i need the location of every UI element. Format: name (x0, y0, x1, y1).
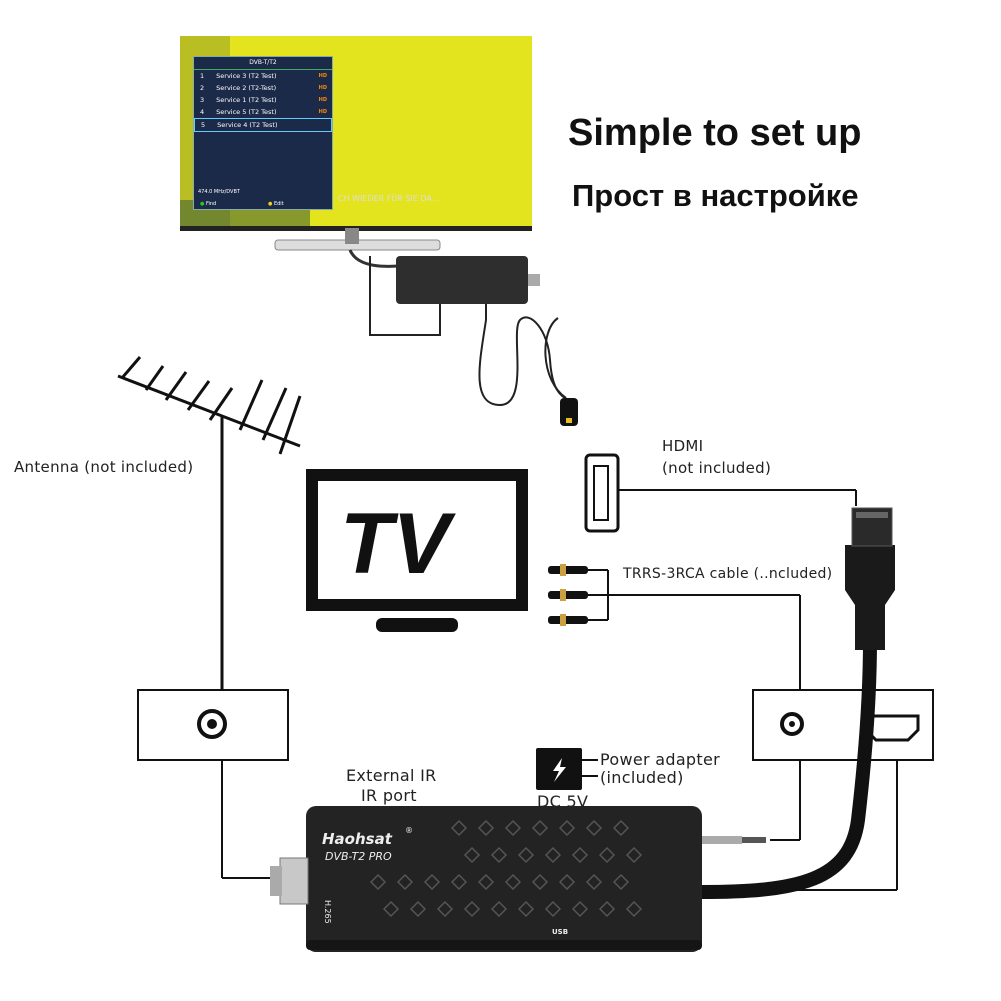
registered-mark: ® (405, 826, 413, 835)
channel-name: Service 3 (T2 Test) (216, 72, 277, 80)
vent-mark (477, 873, 495, 891)
antenna-label: Antenna (not included) (14, 458, 194, 476)
menu-channel-row: 2 Service 2 (T2-Test) HD (194, 82, 332, 94)
vent-mark (625, 846, 643, 864)
hdmi-label-line1: HDMI (662, 437, 704, 455)
vent-mark (558, 819, 576, 837)
vent-mark (490, 846, 508, 864)
vent-mark (450, 873, 468, 891)
rca-cable-lines (588, 569, 801, 690)
hdmi-port-icon (584, 453, 857, 533)
menu-frequency: 474.0 MHz/DVBT (198, 189, 240, 195)
vent-mark (571, 846, 589, 864)
power-included-label: (included) (600, 768, 684, 787)
vent-mark (598, 900, 616, 918)
vent-mark (382, 900, 400, 918)
channel-name: Service 5 (T2 Test) (216, 108, 277, 116)
channel-number: 2 (200, 84, 205, 92)
hd-badge: HD (318, 73, 327, 79)
vent-mark (490, 900, 508, 918)
vent-mark (504, 873, 522, 891)
vent-mark (409, 900, 427, 918)
menu-edit-button: ● Edit (268, 201, 284, 207)
tv-ticker-text: CH WIEDER FÜR SIE DA... (338, 194, 440, 203)
channel-name: Service 1 (T2 Test) (216, 96, 277, 104)
dc-voltage-label: DC 5V (537, 792, 589, 811)
vent-mark (517, 900, 535, 918)
vent-mark (625, 900, 643, 918)
vent-mark (585, 819, 603, 837)
vent-mark (423, 873, 441, 891)
external-ir-label: External IR (346, 766, 437, 785)
tv-icon-label: TV (340, 496, 450, 592)
device-vents (369, 819, 643, 918)
device-brand: Haohsat (322, 830, 392, 848)
vent-mark (598, 846, 616, 864)
vent-mark (450, 819, 468, 837)
title-russian: Прост в настройке (572, 178, 859, 213)
vent-mark (531, 819, 549, 837)
tv-icon (306, 469, 528, 632)
channel-number: 1 (200, 72, 205, 80)
menu-find-button: ● Find (200, 201, 217, 207)
vent-mark (558, 873, 576, 891)
hd-badge: HD (318, 85, 327, 91)
hd-badge: HD (318, 97, 327, 103)
indoor-antenna-photo (274, 228, 441, 268)
vent-mark (612, 873, 630, 891)
receiver-device (270, 806, 766, 952)
vent-mark (504, 819, 522, 837)
rca-plugs-icon (548, 564, 588, 626)
antenna-wall-socket (137, 689, 289, 879)
hdmi-label-line2: (not included) (662, 459, 772, 477)
device-usb-label: USB (552, 928, 569, 936)
menu-channel-row: 3 Service 1 (T2 Test) HD (194, 94, 332, 106)
channel-number: 5 (201, 121, 206, 129)
vent-mark (463, 900, 481, 918)
tv-back-panel (706, 689, 934, 891)
vent-mark (585, 873, 603, 891)
channel-number: 4 (200, 108, 205, 116)
yellow-dot-icon: ● (268, 201, 273, 207)
receiver-photo (369, 256, 578, 426)
vent-mark (436, 900, 454, 918)
vent-mark (396, 873, 414, 891)
ir-port-label: IR port (361, 786, 417, 805)
vent-mark (531, 873, 549, 891)
vent-mark (369, 873, 387, 891)
hd-badge: HD (318, 109, 327, 115)
menu-channel-row: 5 Service 4 (T2 Test) (194, 118, 332, 132)
channel-name: Service 2 (T2-Test) (216, 84, 277, 92)
menu-channel-row: 1 Service 3 (T2 Test) HD (194, 70, 332, 82)
channel-number: 3 (200, 96, 205, 104)
device-model: DVB-T2 PRO (325, 850, 392, 863)
vent-mark (517, 846, 535, 864)
green-dot-icon: ● (200, 201, 205, 207)
title-english: Simple to set up (568, 112, 862, 154)
antenna-icon (117, 356, 302, 690)
trrs-cable-label: TRRS-3RCA cable (..ncluded) (623, 566, 833, 582)
vent-mark (544, 900, 562, 918)
device-codec: H.265 (323, 900, 332, 924)
menu-channel-row: 4 Service 5 (T2 Test) HD (194, 106, 332, 118)
power-adapter-label: Power adapter (600, 750, 720, 769)
hdmi-cable (701, 507, 895, 899)
vent-mark (544, 846, 562, 864)
vent-mark (612, 819, 630, 837)
vent-mark (477, 819, 495, 837)
vent-mark (463, 846, 481, 864)
vent-mark (571, 900, 589, 918)
channel-name: Service 4 (T2 Test) (217, 121, 278, 129)
menu-header: DVB-T/T2 (194, 57, 332, 70)
power-adapter-icon (536, 748, 598, 790)
